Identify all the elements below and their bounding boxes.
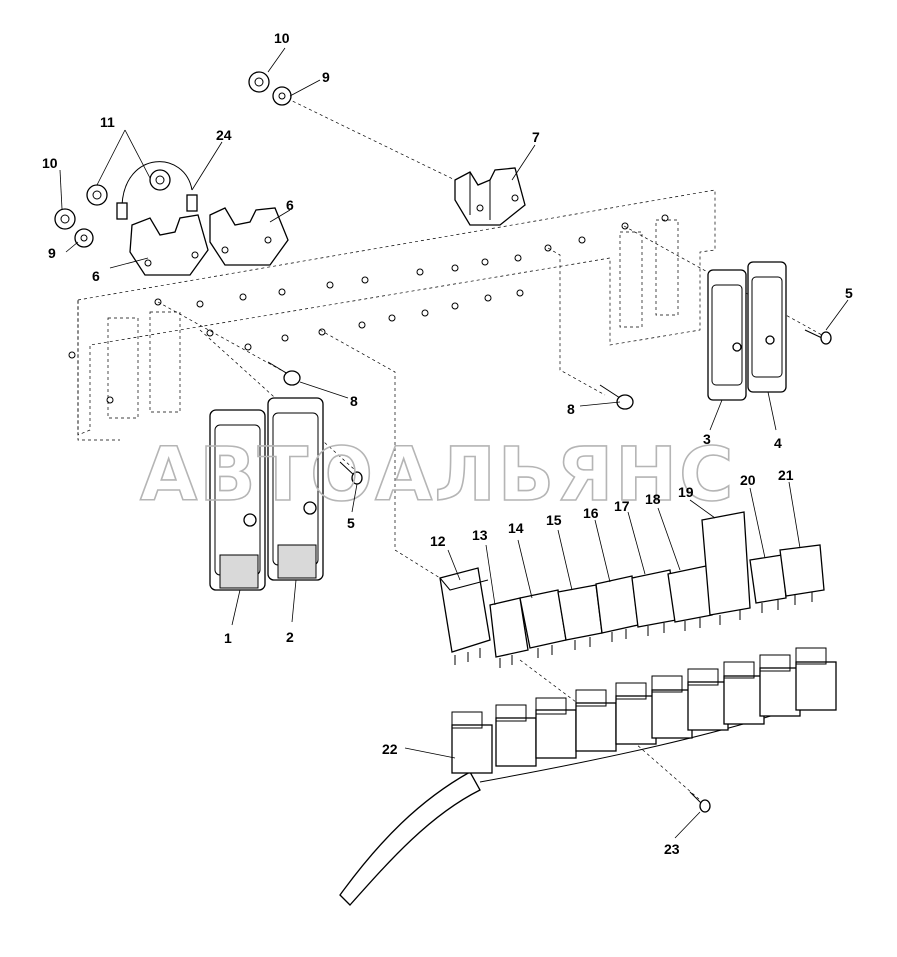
- plate-holes: [68, 214, 669, 404]
- bracket-6-left: [129, 214, 209, 276]
- module-4: [747, 261, 787, 393]
- screw-23: [689, 791, 711, 813]
- label-16: 16: [583, 505, 599, 521]
- relay-21: [779, 544, 825, 605]
- relay-row: [439, 511, 825, 668]
- harness-sockets: [451, 647, 837, 774]
- label-1: 1: [224, 630, 232, 646]
- module-2: [267, 397, 324, 581]
- label-3: 3: [703, 431, 711, 447]
- bracket-7: [454, 167, 526, 226]
- relay-harness-22: [339, 647, 837, 906]
- label-19: 19: [678, 484, 694, 500]
- nut-10-left: [54, 208, 76, 230]
- relay-16: [595, 575, 639, 642]
- mounting-plate: [68, 189, 716, 441]
- ground-cable-24: [116, 161, 198, 220]
- relay-20: [749, 554, 787, 613]
- module-3: [707, 269, 747, 401]
- label-9-top: 9: [322, 69, 330, 85]
- label-7: 7: [532, 129, 540, 145]
- watermark: АВТОАЛЬЯНС: [140, 432, 735, 518]
- relay-12: [439, 567, 491, 665]
- label-13: 13: [472, 527, 488, 543]
- label-12: 12: [430, 533, 446, 549]
- label-22: 22: [382, 741, 398, 757]
- label-17: 17: [614, 498, 630, 514]
- label-15: 15: [546, 512, 562, 528]
- label-20: 20: [740, 472, 756, 488]
- bolt-8-left: [267, 361, 301, 386]
- bolt-8-right: [599, 384, 634, 410]
- label-21: 21: [778, 467, 794, 483]
- module-1: [209, 409, 266, 591]
- label-11: 11: [100, 114, 115, 130]
- label-10-top: 10: [274, 30, 290, 46]
- screw-5-left: [339, 461, 363, 485]
- relay-18: [667, 565, 713, 631]
- label-23: 23: [664, 841, 680, 857]
- label-8-left: 8: [350, 393, 358, 409]
- washer-9-top: [272, 86, 292, 106]
- nut-10-top: [248, 71, 270, 93]
- label-9-left: 9: [48, 245, 56, 261]
- label-10-left: 10: [42, 155, 58, 171]
- label-4: 4: [774, 435, 782, 451]
- relay-13: [489, 597, 529, 668]
- label-2: 2: [286, 629, 294, 645]
- nut-11: [86, 169, 171, 206]
- label-6-left: 6: [92, 268, 100, 284]
- label-5-right: 5: [845, 285, 853, 301]
- label-18: 18: [645, 491, 661, 507]
- relay-19: [701, 511, 751, 625]
- label-6-right: 6: [286, 197, 294, 213]
- washer-9-left: [74, 228, 94, 248]
- label-8-right: 8: [567, 401, 575, 417]
- label-24: 24: [216, 127, 232, 143]
- callout-labels: 10 9 10 9 11 24 6 6 7 8 8 5 5 1 2 3 4 12…: [42, 30, 853, 857]
- label-14: 14: [508, 520, 524, 536]
- bracket-6-right: [209, 207, 289, 266]
- screw-5-right: [804, 329, 832, 345]
- leader-lines: [59, 47, 849, 839]
- label-5-left: 5: [347, 515, 355, 531]
